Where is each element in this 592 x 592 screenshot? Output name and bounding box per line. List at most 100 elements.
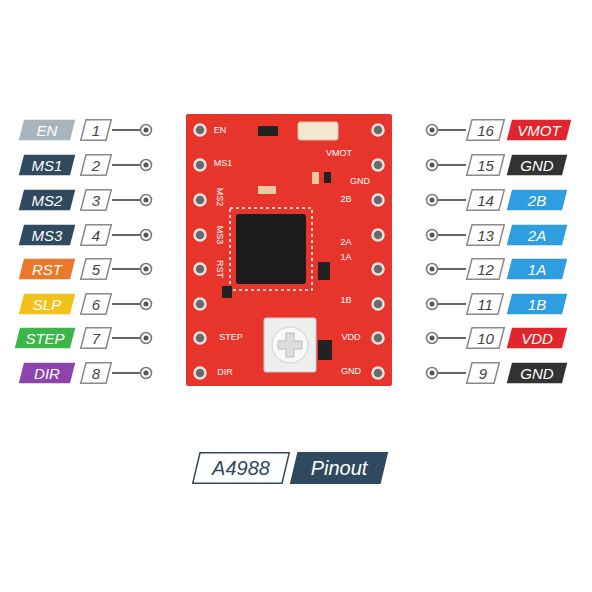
pin-label: STEP: [14, 327, 76, 349]
lead-line: [112, 129, 141, 131]
lead-line: [437, 372, 466, 374]
potentiometer-slot: [278, 333, 302, 357]
pin-dot-center: [430, 128, 435, 133]
pin-number-box: 1: [80, 119, 112, 141]
parallelogram-outline: [81, 363, 112, 384]
pin-number: 16: [477, 123, 494, 138]
pin-dot-center: [430, 233, 435, 238]
pin-label: 1A: [506, 258, 568, 280]
silkscreen-label: 2A: [340, 238, 351, 247]
smd-capacitor: [318, 340, 332, 360]
parallelogram-outline: [81, 328, 112, 349]
pin-number: 10: [477, 331, 494, 346]
pin-number-box: 10: [466, 327, 505, 349]
silkscreen-label: EN: [214, 126, 227, 135]
pin-label: MS2: [18, 189, 76, 211]
smd-capacitor: [258, 186, 276, 194]
pin-dot: [141, 160, 152, 171]
pin-name: VDD: [521, 331, 553, 346]
pin-hole: [195, 195, 206, 206]
pin-number: 6: [92, 297, 100, 312]
potentiometer: [264, 318, 316, 372]
pin-name: 1B: [528, 297, 546, 312]
pin-number: 8: [92, 366, 100, 381]
parallelogram-outline: [81, 259, 112, 280]
pin-dot: [141, 368, 152, 379]
lead-line: [437, 337, 466, 339]
parallelogram-outline: [19, 120, 76, 141]
title-text: A4988: [212, 458, 270, 478]
pin-hole: [373, 264, 384, 275]
pin-name: SLP: [33, 297, 61, 312]
parallelogram-outline: [507, 155, 568, 176]
pin-number-box: 14: [466, 189, 505, 211]
pin-label: GND: [506, 154, 568, 176]
smd-resistor: [258, 126, 278, 136]
lead-line: [112, 372, 141, 374]
silkscreen-label: STEP: [219, 333, 243, 342]
parallelogram-outline: [507, 328, 568, 349]
pin-name: RST: [32, 262, 62, 277]
parallelogram-outline: [467, 363, 500, 384]
pin-dot-center: [430, 198, 435, 203]
pin-hole: [195, 230, 206, 241]
silkscreen-label: RST: [215, 260, 224, 278]
pin-dot: [427, 125, 438, 136]
sense-resistor: [298, 122, 338, 140]
pin-dot: [427, 230, 438, 241]
pin-label: SLP: [18, 293, 76, 315]
pin-label: VDD: [506, 327, 568, 349]
pin-number: 5: [92, 262, 100, 277]
parallelogram-outline: [507, 259, 568, 280]
parallelogram-outline: [507, 363, 568, 384]
parallelogram-outline: [81, 190, 112, 211]
pin-number-box: 4: [80, 224, 112, 246]
silkscreen-label: 1B: [340, 296, 351, 305]
pin-label: MS1: [18, 154, 76, 176]
pin-label: GND: [506, 362, 568, 384]
lead-line: [112, 234, 141, 236]
pin-dot: [427, 195, 438, 206]
pin-label: RST: [18, 258, 76, 280]
pin-number: 1: [92, 123, 100, 138]
parallelogram-outline: [19, 259, 76, 280]
parallelogram-outline: [193, 453, 290, 484]
pin-number-box: 7: [80, 327, 112, 349]
chip-outline: [230, 208, 312, 290]
pin-dot: [141, 195, 152, 206]
pin-dot: [141, 125, 152, 136]
parallelogram-outline: [467, 259, 505, 280]
pin-name: 2A: [528, 228, 546, 243]
pin-holes: [195, 125, 384, 379]
parallelogram-outline: [19, 190, 76, 211]
parallelogram-outline: [507, 120, 572, 141]
smd-resistor: [318, 262, 330, 280]
pin-number: 12: [477, 262, 494, 277]
pin-number-box: 6: [80, 293, 112, 315]
parallelogram-outline: [81, 225, 112, 246]
pin-dot: [427, 160, 438, 171]
title-text: Pinout: [311, 458, 368, 478]
pin-dot-center: [144, 128, 149, 133]
pin-hole: [373, 160, 384, 171]
parallelogram-outline: [19, 294, 76, 315]
pin-hole: [373, 368, 384, 379]
pin-number: 9: [479, 366, 487, 381]
parallelogram-outline: [81, 120, 112, 141]
pin-hole: [373, 333, 384, 344]
pin-number-box: 12: [466, 258, 505, 280]
lead-line: [437, 303, 466, 305]
pin-dot: [427, 264, 438, 275]
lead-line: [112, 164, 141, 166]
parallelogram-outline: [467, 294, 504, 315]
pin-dot-center: [144, 336, 149, 341]
driver-chip: [236, 214, 306, 284]
pin-label: 2A: [506, 224, 568, 246]
parallelogram-outline: [19, 225, 76, 246]
title-box: A4988: [192, 452, 290, 484]
parallelogram-outline: [507, 190, 568, 211]
silkscreen-label: 1A: [340, 253, 351, 262]
title-box: Pinout: [290, 452, 388, 484]
pin-number: 13: [477, 228, 494, 243]
parallelogram-outline: [291, 453, 388, 484]
